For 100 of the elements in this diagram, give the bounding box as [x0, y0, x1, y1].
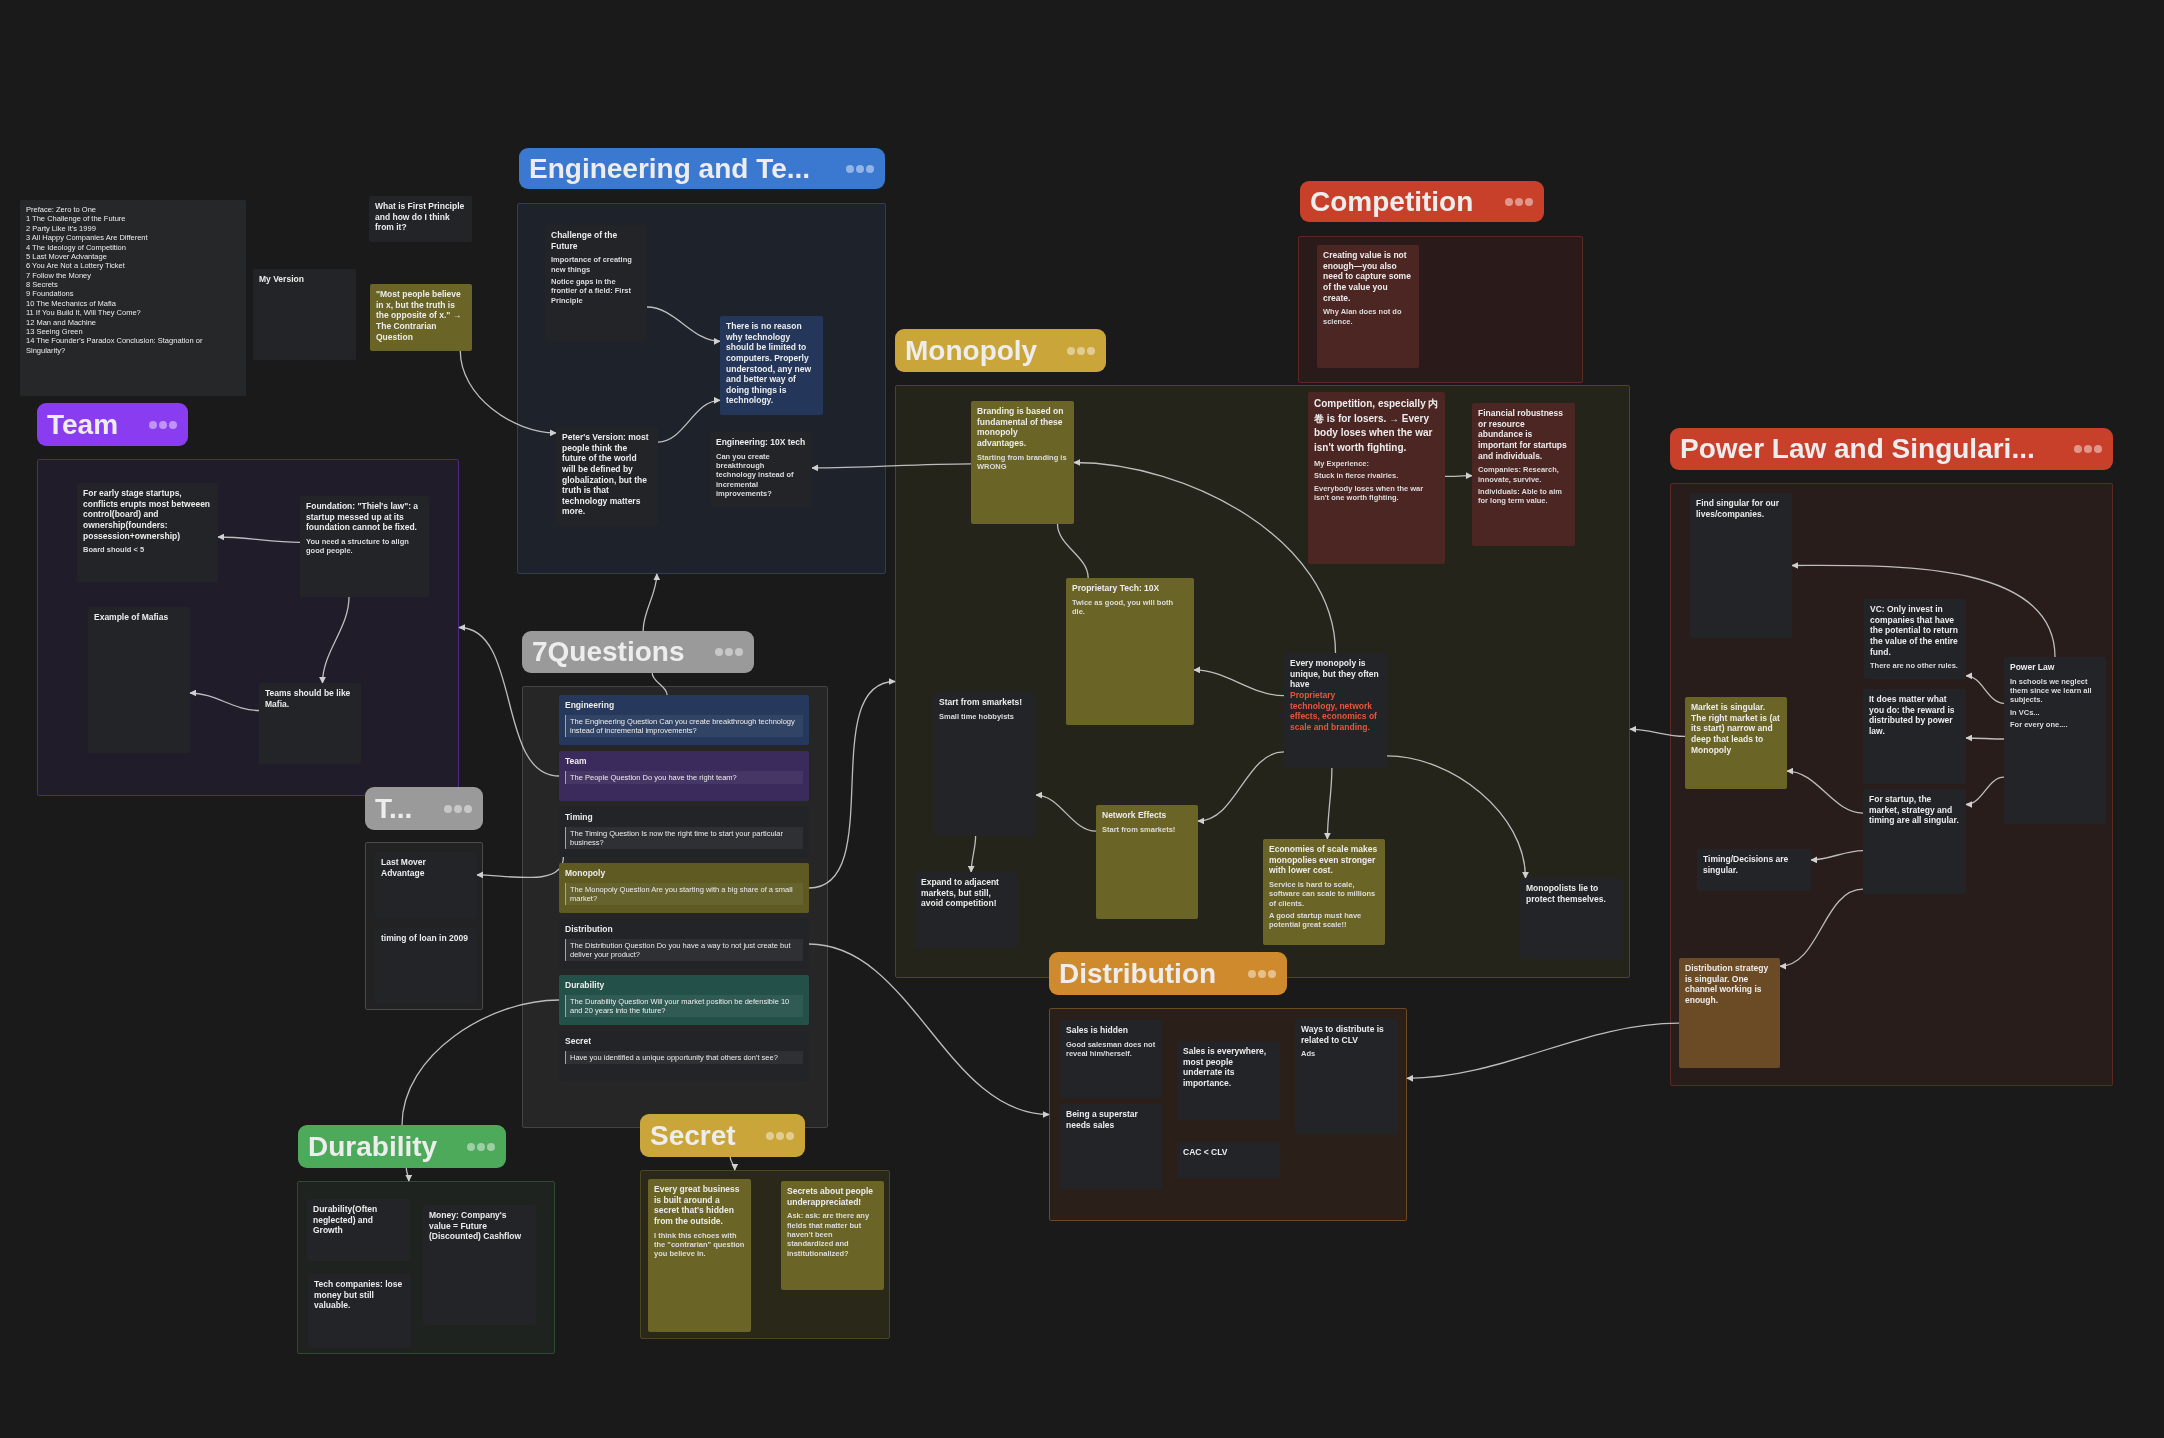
card-heading: Financial robustness or resource abundance is important for startups and individuals. [1478, 408, 1568, 462]
card-heading: Durability(Often neglected) and Growth [313, 1204, 379, 1236]
question-card [559, 863, 809, 913]
arrow [1786, 768, 1864, 814]
section-panel [640, 1170, 890, 1339]
section-label [640, 1114, 805, 1157]
note-card [1697, 849, 1811, 891]
note-card [1863, 789, 1966, 894]
section-label [1049, 952, 1287, 995]
note-card [720, 316, 823, 415]
card-heading: Network Effects [1102, 810, 1168, 821]
section-label [298, 1125, 506, 1168]
arrow [476, 856, 565, 879]
note-card [1679, 958, 1780, 1068]
arrow [1965, 776, 2005, 808]
note-card [1685, 697, 1787, 789]
section-title: T... [375, 792, 413, 825]
note-card [915, 872, 1018, 948]
card-heading: Monopoly [565, 868, 607, 879]
section-panel [522, 686, 828, 1128]
note-card [545, 225, 647, 341]
section-panel [517, 203, 886, 574]
note-card [375, 852, 477, 919]
card-heading: Sales is everywhere, most people underrate its importance. [1183, 1046, 1268, 1089]
section-panel [1298, 236, 1583, 383]
connector-line [401, 999, 560, 1126]
note-card [370, 284, 472, 352]
arrow [405, 1167, 412, 1182]
card-heading: Start from smarkets! [939, 697, 1024, 708]
connector-line [651, 672, 668, 696]
arrow [458, 625, 560, 777]
arrow [1779, 888, 1864, 969]
note-card [1308, 392, 1445, 564]
card-heading: Distribution strategy is singular. One channel working is enough. [1685, 963, 1770, 1006]
note-card [1096, 805, 1198, 919]
section-panel [1670, 483, 2113, 1086]
arrow [1193, 666, 1285, 697]
card-heading: It does matter what you do: the reward is distributed by power law. [1869, 694, 1956, 737]
arrow [459, 350, 557, 436]
note-card [1863, 689, 1966, 784]
card-heading: timing of loan in 2009 [381, 933, 469, 944]
card-heading: CAC < CLV [1183, 1147, 1229, 1158]
card-heading: Market is singular. The right market is (at its start) narrow and deep that leads to Monopoly [1691, 702, 1781, 756]
section-title: Team [47, 408, 119, 441]
note-card [1066, 578, 1194, 725]
section-label [522, 631, 754, 673]
question-card [559, 695, 809, 745]
connector-line [1056, 523, 1089, 579]
card-heading: Power Law [2010, 662, 2056, 673]
section-label [519, 148, 885, 189]
card-heading: Branding is based on fundamental of these monopoly advantages. [977, 406, 1065, 449]
note-card [971, 401, 1074, 524]
note-card [933, 692, 1036, 836]
note-card [556, 427, 658, 526]
arrow [967, 835, 977, 873]
note-card [1472, 403, 1575, 546]
question-card [559, 975, 809, 1025]
note-card [300, 496, 429, 597]
arrow [1629, 725, 1686, 738]
arrow [1965, 734, 2005, 742]
note-card [2004, 657, 2106, 824]
card-heading: Timing [565, 812, 594, 823]
arrow [319, 596, 350, 684]
card-heading: Expand to adjacent markets, but still, avoid competition! [921, 877, 1000, 909]
note-card [88, 607, 190, 753]
card-heading: Team [565, 756, 588, 767]
arrow [808, 679, 896, 889]
section-title: Durability [308, 1130, 438, 1163]
card-heading: Ways to distribute is related to CLV [1301, 1024, 1385, 1046]
arrow [1035, 792, 1097, 832]
section-label [37, 403, 188, 446]
section-panel [1049, 1008, 1407, 1221]
card-heading: Proprietary technology, network effects, economics of scale and branding. [1290, 689, 1378, 733]
arrow [811, 463, 972, 472]
card-heading: What is First Principle and how do I think from it? [375, 201, 466, 233]
section-label [365, 787, 483, 830]
card-heading: Example of Mafias [94, 612, 170, 623]
card-heading: "Most people believe in x, but the truth is the opposite of x." → The Contrarian Question [376, 289, 463, 343]
section-label [1300, 181, 1544, 222]
arrow [189, 689, 260, 712]
arrow [808, 943, 1050, 1118]
arrow [646, 306, 721, 345]
section-title: Engineering and Te... [529, 152, 811, 185]
section-panel [297, 1181, 555, 1354]
note-card [710, 432, 812, 507]
section-title: Competition [1310, 185, 1474, 218]
card-heading: My Version [259, 274, 305, 285]
section-title: Power Law and Singulari... [1680, 433, 2035, 465]
card-heading: VC: Only invest in companies that have the potential to return the value of the entire fund. [1870, 604, 1959, 658]
arrow [1073, 459, 1337, 654]
card-heading: Sales is hidden [1066, 1025, 1129, 1036]
card-heading: Engineering: 10X tech [716, 437, 806, 448]
arrow [642, 573, 660, 632]
arrow [1406, 1022, 1680, 1082]
card-heading: Monopolists lie to protect themselves. [1526, 883, 1607, 905]
note-card [1520, 878, 1623, 959]
arrow [1386, 755, 1529, 879]
section-panel [365, 842, 483, 1010]
arrow [1444, 472, 1473, 480]
arrow [1810, 849, 1864, 864]
